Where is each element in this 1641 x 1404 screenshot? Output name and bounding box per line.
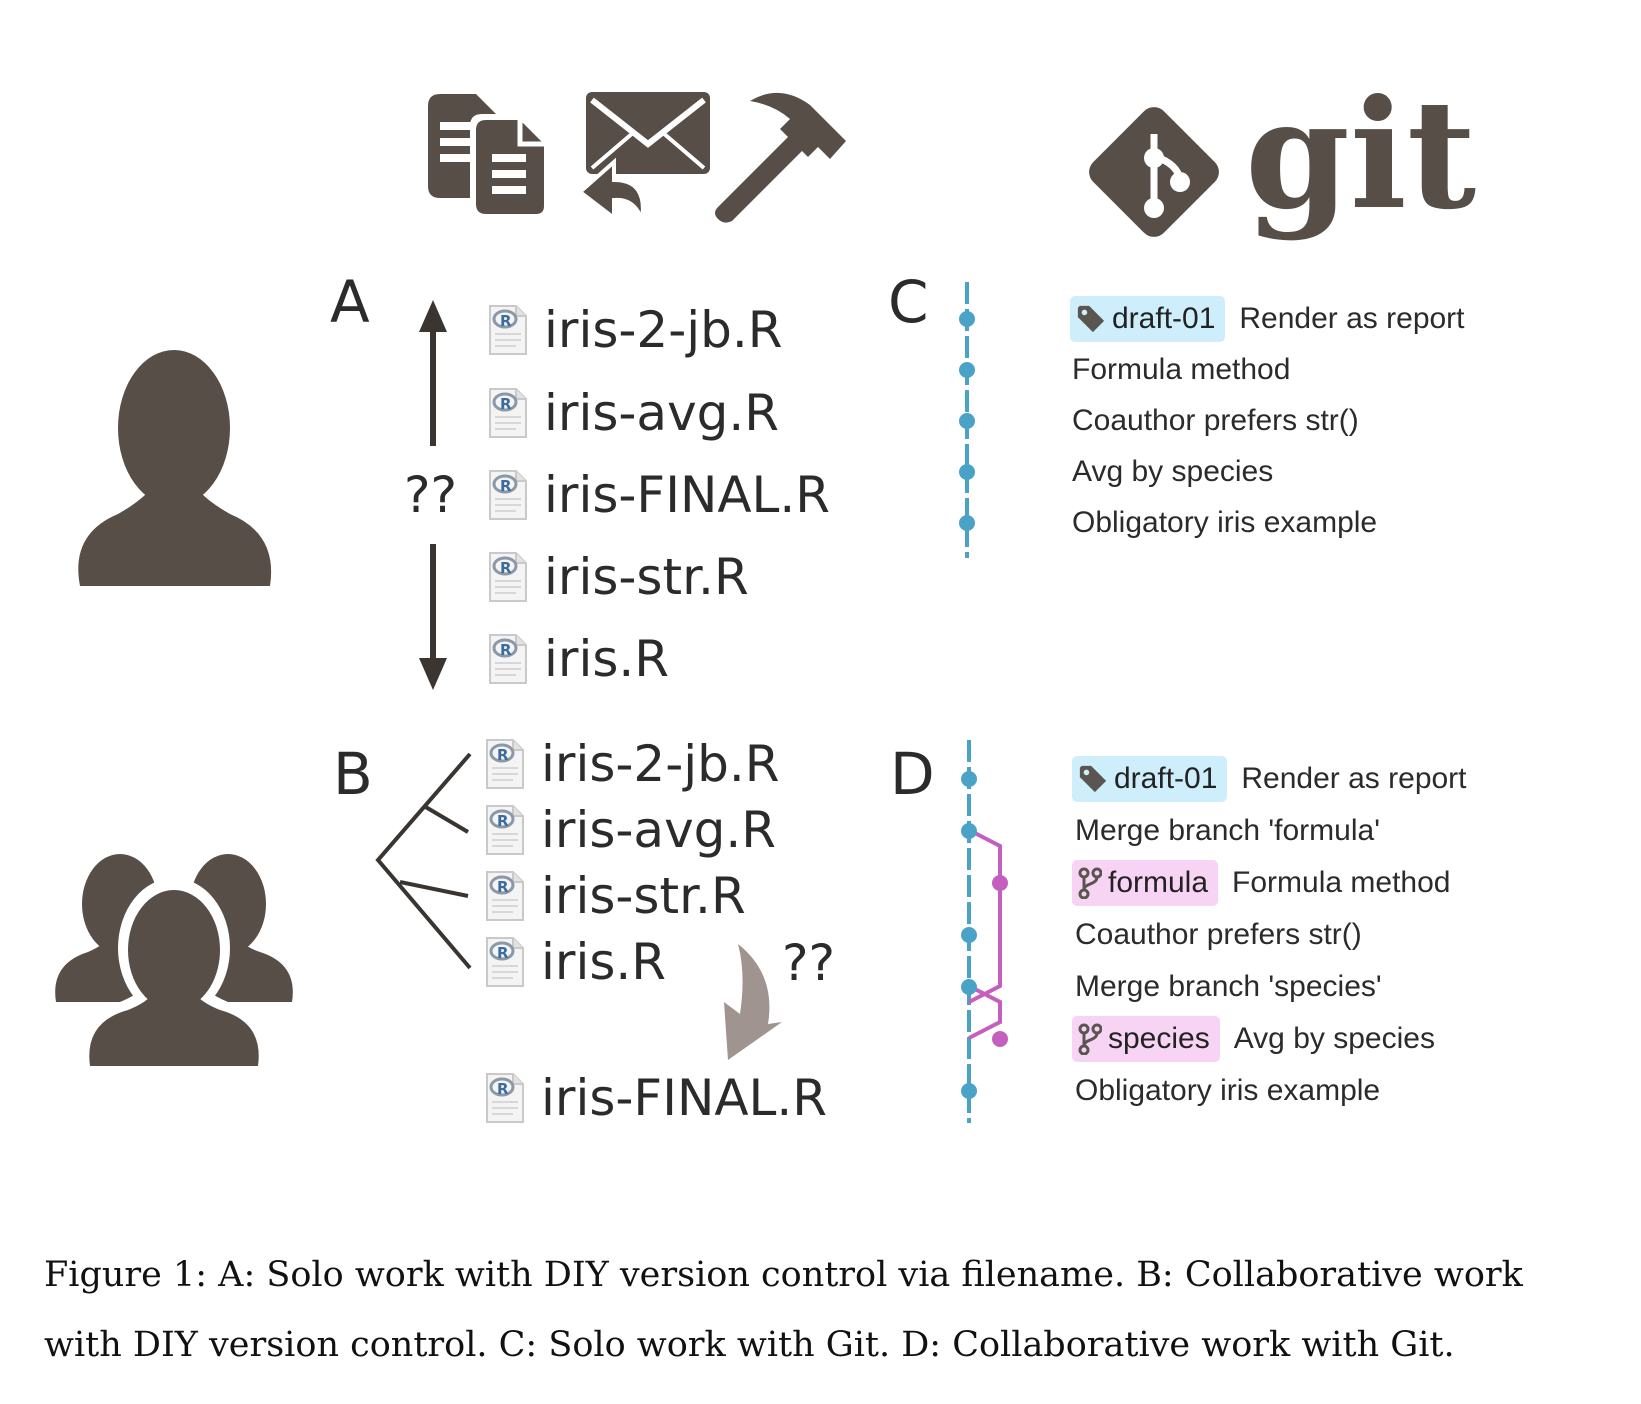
file-item[interactable]: iris-avg.R [485, 804, 776, 856]
merge-down-arrow-icon [724, 944, 782, 1060]
tag-badge: draft-01 [1070, 296, 1226, 342]
branch-icon [1078, 867, 1102, 899]
file-item[interactable]: iris-str.R [488, 551, 749, 603]
figure-caption: Figure 1: A: Solo work with DIY version … [44, 1255, 1523, 1365]
copy-documents-icon [428, 94, 550, 220]
file-item[interactable]: iris-FINAL.R [488, 469, 830, 521]
r-file-icon [485, 1072, 525, 1124]
file-item[interactable]: iris-str.R [485, 870, 746, 922]
commit-message: Render as report [1241, 762, 1467, 795]
commit-message: Render as report [1239, 302, 1465, 335]
r-file-icon [488, 304, 528, 356]
file-item[interactable]: iris-avg.R [488, 387, 779, 439]
r-file-icon [488, 387, 528, 439]
file-item[interactable]: iris-2-jb.R [488, 304, 783, 356]
commit-message: Formula method [1232, 866, 1451, 899]
git-logo-text: git [1245, 67, 1477, 243]
updown-arrow-icon [419, 300, 447, 690]
commit-message: Coauthor prefers str() [1072, 404, 1359, 437]
commit-row[interactable]: Merge branch 'species' [1075, 965, 1382, 1009]
commit-row[interactable]: Avg by species [1072, 450, 1273, 494]
commit-row[interactable]: draft-01 Render as report [1072, 756, 1467, 802]
branch-badge: formula [1072, 860, 1219, 906]
hammer-icon [715, 92, 846, 223]
commit-message: Merge branch 'species' [1075, 970, 1382, 1003]
panel-c-label: C [888, 268, 929, 336]
commit-row[interactable]: Obligatory iris example [1072, 501, 1377, 545]
commit-row[interactable]: Formula method [1072, 348, 1290, 392]
commit-message: Avg by species [1072, 455, 1274, 488]
tag-icon [1078, 764, 1108, 794]
file-item-final[interactable]: iris-FINAL.R [485, 1072, 827, 1124]
file-item[interactable]: iris.R [485, 936, 666, 988]
panel-d-label: D [890, 740, 935, 808]
commit-graph-c [959, 282, 975, 558]
commit-row[interactable]: Coauthor prefers str() [1075, 913, 1362, 957]
tag-icon [1076, 304, 1106, 334]
commit-message: Merge branch 'formula' [1075, 814, 1380, 847]
r-file-icon [485, 738, 525, 790]
r-file-icon [488, 551, 528, 603]
branching-tree-icon [375, 752, 472, 970]
r-file-icon [485, 936, 525, 988]
email-reply-icon [578, 92, 710, 223]
r-file-icon [488, 469, 528, 521]
file-item[interactable]: iris.R [488, 633, 669, 685]
commit-message: Obligatory iris example [1072, 506, 1378, 539]
commit-row[interactable]: Coauthor prefers str() [1072, 399, 1359, 443]
panel-b-label: B [333, 740, 373, 808]
question-marks-b: ?? [782, 934, 836, 992]
r-file-icon [485, 870, 525, 922]
commit-row[interactable]: Obligatory iris example [1075, 1069, 1380, 1113]
question-marks-a: ?? [404, 466, 458, 524]
commit-row[interactable]: draft-01 Render as report [1070, 296, 1465, 342]
file-item[interactable]: iris-2-jb.R [485, 738, 780, 790]
commit-row[interactable]: Merge branch 'formula' [1075, 809, 1380, 853]
branch-badge: species [1072, 1016, 1220, 1062]
single-person-icon [78, 350, 272, 586]
commit-message: Coauthor prefers str() [1075, 918, 1362, 951]
commit-message: Obligatory iris example [1075, 1074, 1381, 1107]
commit-row[interactable]: formula Formula method [1072, 860, 1451, 906]
r-file-icon [488, 633, 528, 685]
commit-row[interactable]: species Avg by species [1072, 1016, 1435, 1062]
panel-a-label: A [330, 268, 370, 336]
r-file-icon [485, 804, 525, 856]
group-people-icon [55, 854, 293, 1066]
tag-badge: draft-01 [1072, 756, 1228, 802]
commit-message: Formula method [1072, 353, 1291, 386]
git-logo-icon [1089, 107, 1219, 237]
branch-icon [1078, 1023, 1102, 1055]
commit-graph-d [961, 740, 1008, 1123]
commit-message: Avg by species [1233, 1022, 1435, 1055]
